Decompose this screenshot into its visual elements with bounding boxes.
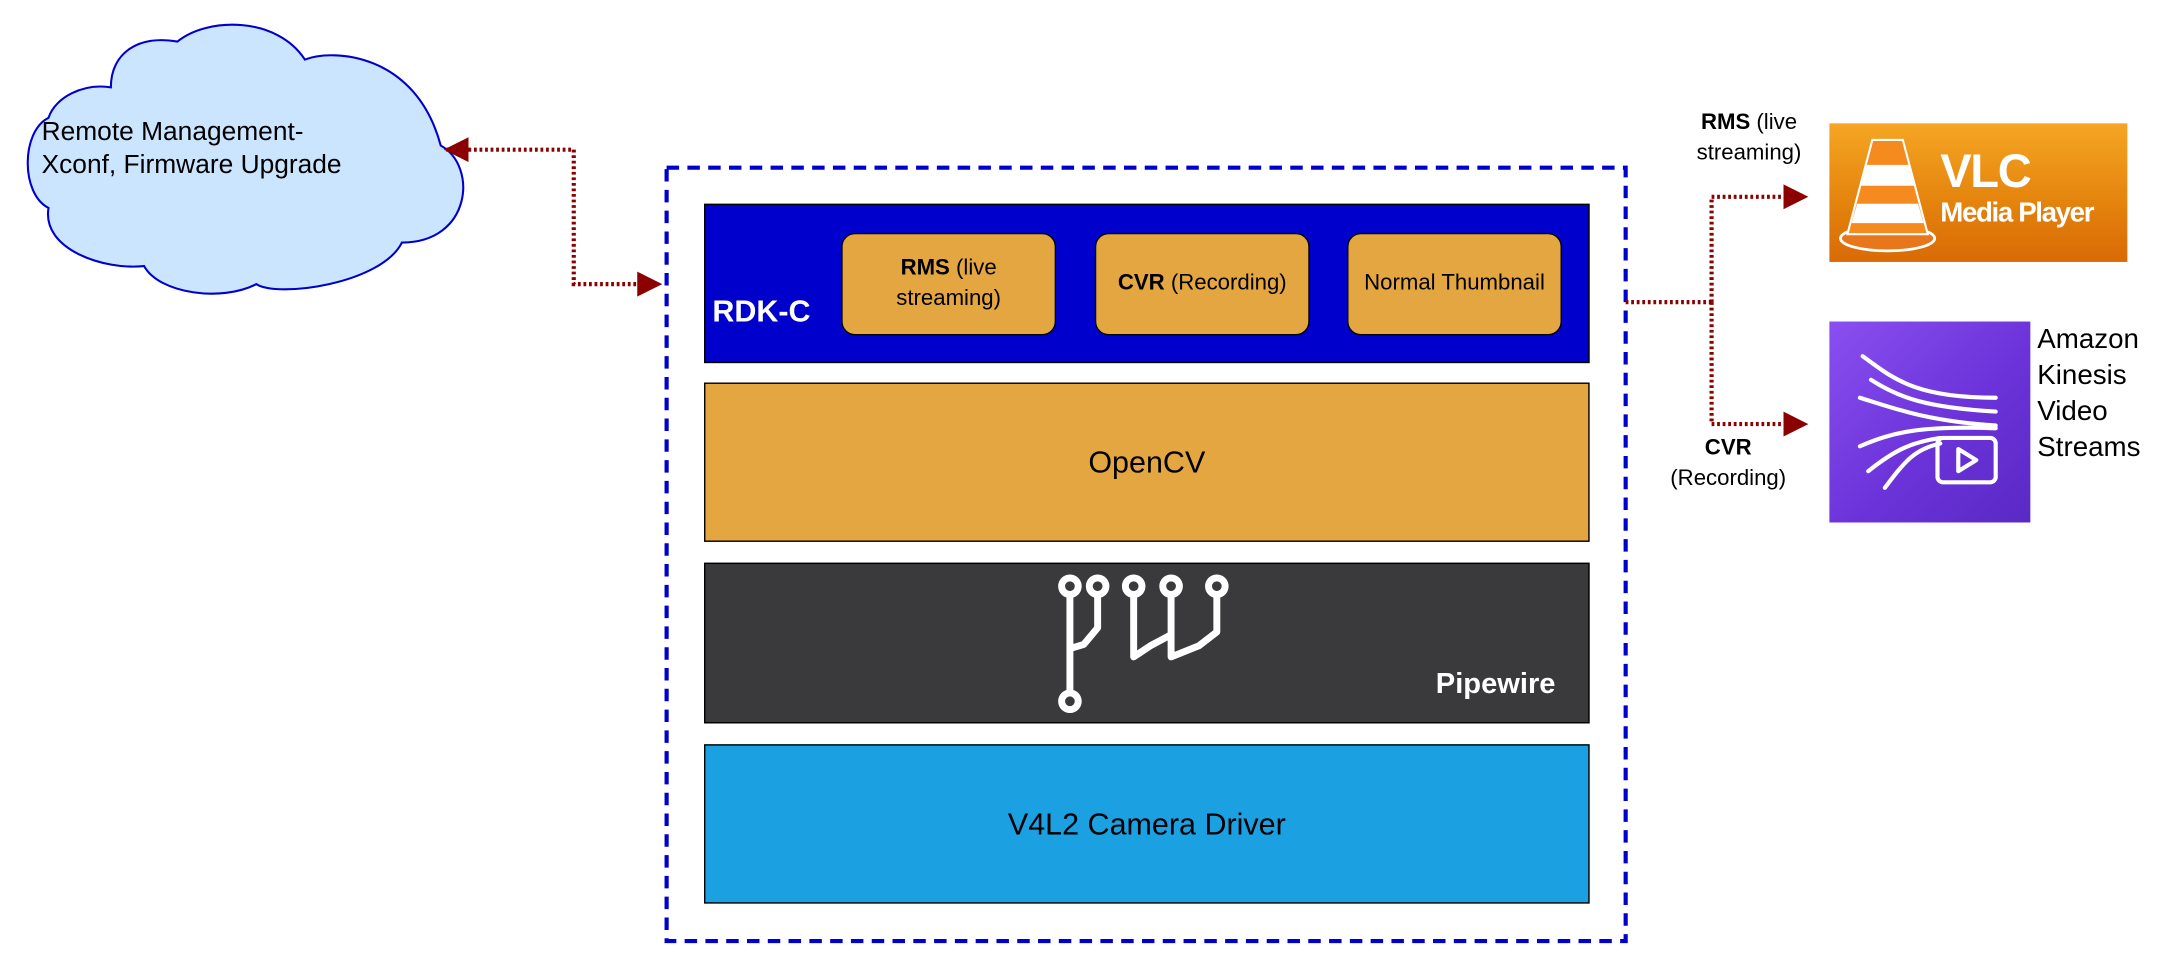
pipewire-layer: [704, 562, 1590, 724]
output-rms-line2: streaming): [1696, 141, 1802, 165]
cloud-label: Remote Management- Xconf, Firmware Upgra…: [42, 116, 444, 183]
kinesis-line3: Video: [2037, 396, 2108, 427]
module-rms: RMS (live streaming): [841, 232, 1057, 336]
output-connector-rms: [1709, 184, 1809, 303]
output-label-cvr: CVR (Recording): [1659, 434, 1798, 495]
vlc-subtitle: Media Player: [1940, 198, 2094, 229]
pipewire-label: Pipewire: [1435, 668, 1556, 700]
module-normal-thumbnail-label: Normal Thumbnail: [1364, 271, 1545, 296]
output-label-rms: RMS (live streaming): [1680, 108, 1819, 169]
cloud-shape: [26, 23, 465, 295]
module-cvr-rest: (Recording): [1164, 271, 1287, 296]
v4l2-label: V4L2 Camera Driver: [1007, 805, 1286, 841]
module-rms-line2: streaming): [896, 286, 1002, 311]
module-cvr: CVR (Recording): [1094, 232, 1310, 336]
module-cvr-bold: CVR: [1117, 271, 1165, 296]
module-normal-thumbnail: Normal Thumbnail: [1347, 232, 1562, 336]
output-cvr-bold: CVR: [1704, 436, 1752, 461]
opencv-layer: OpenCV: [704, 382, 1590, 542]
kinesis-line4: Streams: [2037, 432, 2141, 463]
rdk-c-label: RDK-C: [712, 293, 811, 329]
kinesis-video-streams-icon: [1857, 354, 1998, 490]
output-connector-cvr: [1709, 302, 1809, 437]
vlc-title: VLC: [1940, 145, 2031, 199]
cloud-label-line2: Xconf, Firmware Upgrade: [41, 151, 342, 181]
v4l2-camera-driver-layer: V4L2 Camera Driver: [704, 744, 1590, 904]
cloud-label-line1: Remote Management-: [41, 117, 304, 147]
cloud-connector: [443, 137, 663, 297]
output-rms-rest: (live: [1750, 110, 1798, 135]
pipewire-logo-icon: [1058, 574, 1229, 714]
kinesis-line2: Kinesis: [2037, 360, 2127, 391]
module-rms-rest: (live: [949, 256, 997, 280]
opencv-label: OpenCV: [1088, 444, 1206, 479]
kinesis-label: Amazon Kinesis Video Streams: [2037, 322, 2140, 466]
vlc-cone-icon: [1839, 138, 1937, 253]
output-cvr-line2: (Recording): [1670, 467, 1787, 491]
module-rms-bold: RMS: [900, 256, 950, 280]
kinesis-line1: Amazon: [2037, 324, 2139, 355]
output-rms-bold: RMS: [1700, 110, 1751, 135]
